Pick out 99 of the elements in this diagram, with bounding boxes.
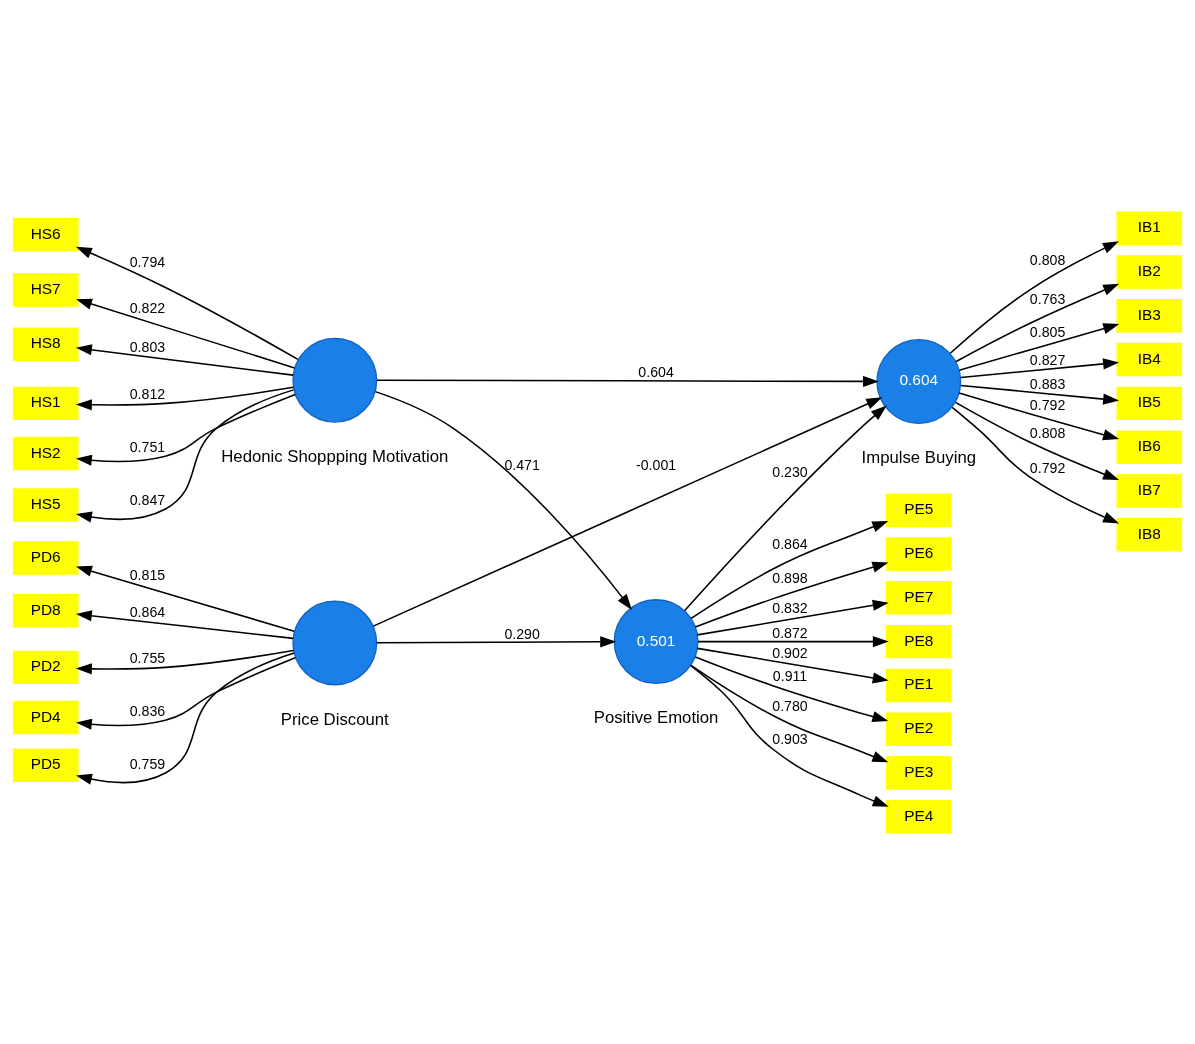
arrow bbox=[949, 240, 1119, 354]
arrow bbox=[376, 635, 617, 647]
node-box: PE5 bbox=[885, 493, 952, 527]
edge-label: 0.763 bbox=[1029, 290, 1066, 307]
node-box: IB4 bbox=[1116, 342, 1183, 376]
edge-label: 0.808 bbox=[1029, 251, 1066, 268]
arrow bbox=[372, 396, 883, 627]
arrow bbox=[75, 343, 294, 376]
edge-label: 0.864 bbox=[772, 535, 808, 552]
node-box: PE4 bbox=[885, 799, 952, 833]
edge-label: 0.759 bbox=[129, 755, 166, 772]
edge-label: 0.290 bbox=[504, 625, 540, 642]
node-box: IB3 bbox=[1116, 298, 1183, 333]
arrow bbox=[75, 609, 294, 639]
node-box: PE8 bbox=[885, 624, 952, 658]
edge-label: 0.471 bbox=[504, 456, 540, 473]
edge-label: 0.898 bbox=[772, 569, 808, 586]
node-box: PE2 bbox=[885, 711, 952, 746]
arrow bbox=[75, 656, 297, 730]
node-box: PD2 bbox=[12, 650, 79, 684]
arrow bbox=[954, 401, 1120, 480]
edge-label: 0.808 bbox=[1029, 424, 1066, 441]
node-box: PE7 bbox=[885, 580, 952, 615]
arrow bbox=[696, 599, 889, 636]
edge-label: 0.805 bbox=[1029, 323, 1066, 340]
edge-label: 0.812 bbox=[129, 385, 166, 402]
arrow bbox=[75, 393, 296, 466]
edge-label: 0.827 bbox=[1029, 350, 1066, 367]
node-circle bbox=[292, 337, 378, 423]
edge-label: 0.832 bbox=[772, 599, 808, 616]
node-circle: 0.604 bbox=[876, 338, 962, 424]
node-box: IB6 bbox=[1116, 429, 1183, 464]
node-label: Positive Emotion bbox=[593, 707, 719, 727]
node-box: HS6 bbox=[12, 217, 79, 251]
edge-label: 0.822 bbox=[129, 299, 166, 316]
node-box: IB2 bbox=[1116, 254, 1183, 289]
edge-label: 0.755 bbox=[129, 649, 166, 666]
node-box: PD6 bbox=[12, 540, 79, 575]
edge-label: 0.780 bbox=[772, 697, 808, 714]
arrow bbox=[960, 384, 1120, 405]
node-box: PD4 bbox=[12, 700, 79, 734]
node-box: HS2 bbox=[12, 436, 79, 470]
arrow bbox=[958, 391, 1120, 440]
arrow bbox=[951, 406, 1120, 523]
arrow bbox=[75, 386, 295, 410]
arrow bbox=[960, 357, 1120, 378]
node-box: HS5 bbox=[12, 487, 79, 522]
node-box: PE1 bbox=[885, 668, 952, 702]
node-box: HS8 bbox=[12, 326, 79, 361]
arrow bbox=[376, 375, 879, 387]
node-box: HS7 bbox=[12, 272, 79, 307]
node-label: Hedonic Shoppping Motivation bbox=[221, 446, 449, 466]
arrow bbox=[75, 651, 295, 785]
arrow bbox=[696, 647, 889, 683]
node-box: IB8 bbox=[1116, 517, 1183, 551]
edge-label: 0.883 bbox=[1029, 375, 1066, 392]
arrow bbox=[690, 664, 889, 762]
node-label: Impulse Buying bbox=[861, 447, 977, 467]
node-circle: 0.501 bbox=[613, 598, 699, 684]
arrow bbox=[954, 283, 1120, 362]
arrow bbox=[694, 655, 889, 722]
edge-label: 0.902 bbox=[772, 644, 808, 661]
edge-label: 0.794 bbox=[129, 253, 166, 270]
node-box: PE6 bbox=[885, 536, 952, 571]
edge-label: 0.230 bbox=[772, 463, 808, 480]
edge-label: 0.836 bbox=[129, 702, 166, 719]
edge-label: 0.815 bbox=[129, 566, 166, 583]
node-circle bbox=[292, 599, 378, 685]
arrow bbox=[690, 520, 889, 619]
arrow bbox=[374, 390, 632, 610]
node-label: Price Discount bbox=[280, 709, 389, 729]
edge-label: 0.803 bbox=[129, 338, 166, 355]
edge-label: 0.792 bbox=[1029, 459, 1066, 476]
node-box: HS1 bbox=[12, 386, 79, 420]
arrow bbox=[697, 635, 889, 647]
arrow bbox=[75, 388, 295, 523]
arrow bbox=[75, 246, 299, 360]
edge-label: 0.751 bbox=[129, 438, 166, 455]
node-box: PE3 bbox=[885, 755, 952, 790]
edge-label: 0.903 bbox=[772, 730, 808, 747]
edge-label: 0.604 bbox=[638, 363, 674, 380]
arrow bbox=[75, 649, 295, 674]
node-box: IB7 bbox=[1116, 473, 1183, 508]
arrow bbox=[958, 322, 1120, 371]
edge-label: -0.001 bbox=[636, 456, 677, 473]
arrow bbox=[75, 565, 295, 632]
edge-label: 0.911 bbox=[772, 667, 808, 684]
edge-label: 0.872 bbox=[772, 624, 808, 640]
node-box: PD8 bbox=[12, 593, 79, 627]
arrow bbox=[683, 405, 887, 611]
arrow bbox=[75, 298, 296, 369]
arrow bbox=[689, 664, 889, 807]
edge-label: 0.792 bbox=[1029, 396, 1066, 413]
edge-label: 0.864 bbox=[129, 603, 166, 620]
node-box: IB1 bbox=[1116, 211, 1183, 245]
arrow bbox=[694, 561, 889, 628]
node-box: PD5 bbox=[12, 748, 79, 782]
node-box: IB5 bbox=[1116, 386, 1183, 420]
edge-label: 0.847 bbox=[129, 491, 166, 508]
